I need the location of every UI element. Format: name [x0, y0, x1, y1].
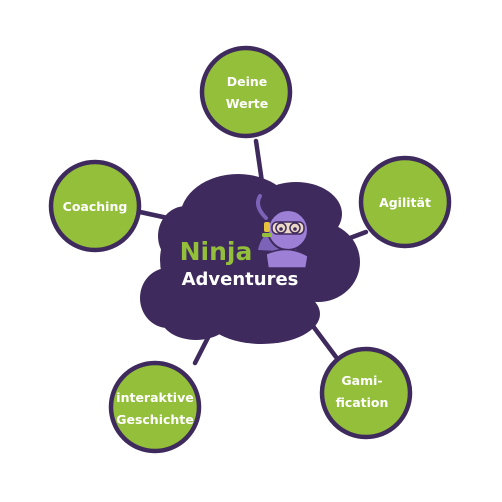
center-logo: Ninja Adventures [180, 237, 299, 290]
node-gamification-line-2: fication [336, 395, 389, 410]
connector-werte [253, 138, 265, 185]
node-agilitaet-line-1: Agilität [379, 195, 431, 210]
node-geschichte[interactable]: interaktive Geschichte [108, 360, 202, 454]
node-coaching-line-1: Coaching [63, 199, 128, 214]
node-werte[interactable]: Deine Werte [199, 45, 293, 139]
node-werte-line-2: Werte [226, 96, 268, 111]
node-geschichte-line-2: Geschichte [116, 412, 194, 427]
logo-word-ninja: Ninja [180, 237, 253, 266]
node-gamification-line-1: Gami- [341, 373, 382, 388]
ninja-mascot-icon [256, 194, 309, 269]
node-agilitaet[interactable]: Agilität [358, 155, 452, 249]
logo-word-adventures: Adventures [182, 269, 299, 290]
node-gamification[interactable]: Gami- fication [319, 346, 413, 440]
node-geschichte-line-1: interaktive [116, 390, 193, 405]
center-blob [140, 174, 360, 344]
node-coaching[interactable]: Coaching [48, 159, 142, 253]
node-werte-line-1: Deine [227, 74, 268, 89]
